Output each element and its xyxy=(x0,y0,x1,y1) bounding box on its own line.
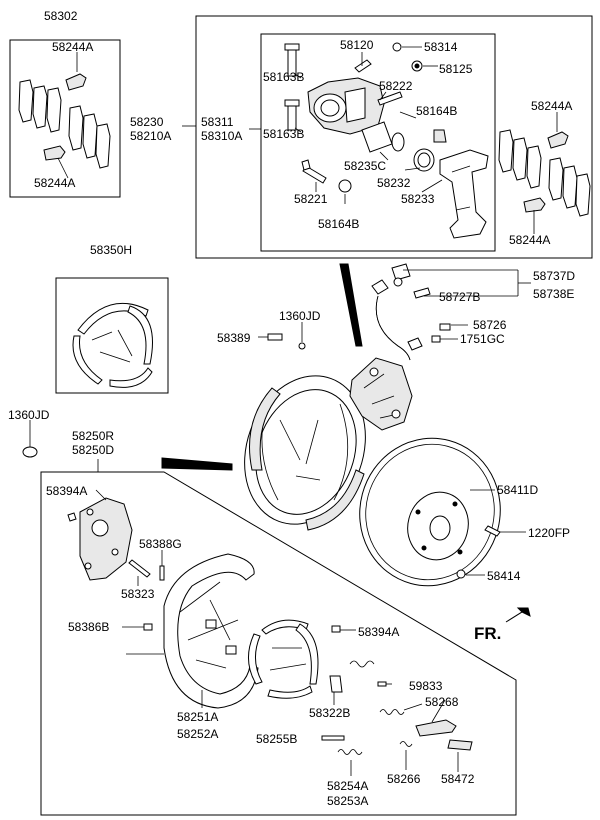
caliper-assembly-box xyxy=(195,15,593,259)
label-58244A: 58244A xyxy=(34,176,75,190)
caliper-parts xyxy=(284,42,489,239)
label-58244A: 58244A xyxy=(509,233,550,247)
label-58314: 58314 xyxy=(424,40,458,54)
shoe-kit-box xyxy=(55,277,169,394)
brake-pad-set-right xyxy=(498,129,591,217)
label-58253A: 58253A xyxy=(327,794,368,808)
arrow-right-icon xyxy=(161,457,233,471)
label-58222: 58222 xyxy=(379,79,413,93)
label-58232: 58232 xyxy=(377,176,411,190)
brake-shoes xyxy=(248,619,319,699)
backing-plate-adapter xyxy=(79,497,133,581)
label-58221: 58221 xyxy=(294,192,328,206)
label-58310A: 58310A xyxy=(201,129,242,143)
label-58251A: 58251A xyxy=(177,710,218,724)
label-58255B: 58255B xyxy=(256,732,297,746)
label-58268: 58268 xyxy=(425,695,459,709)
label-1220FP: 1220FP xyxy=(528,526,570,540)
label-58120: 58120 xyxy=(340,38,374,52)
label-58164B: 58164B xyxy=(318,217,359,231)
brake-pad-set-left xyxy=(18,73,111,169)
label-58738E: 58738E xyxy=(533,287,574,301)
label-58210A: 58210A xyxy=(130,129,171,143)
arrow-down-icon xyxy=(339,263,363,347)
label-58163B: 58163B xyxy=(263,70,304,84)
label-58411D: 58411D xyxy=(497,483,538,497)
label-58164B: 58164B xyxy=(416,104,457,118)
label-58244A: 58244A xyxy=(531,99,572,113)
label-58252A: 58252A xyxy=(177,727,218,741)
label-58302: 58302 xyxy=(44,9,78,23)
label-58727B: 58727B xyxy=(439,290,480,304)
label-58394A: 58394A xyxy=(46,484,87,498)
label-58737D: 58737D xyxy=(533,269,575,283)
label-58350H: 58350H xyxy=(90,243,132,257)
brake-assembly-box xyxy=(40,471,517,816)
label-58726: 58726 xyxy=(473,318,507,332)
label-59833: 59833 xyxy=(409,679,443,693)
label-58254A: 58254A xyxy=(327,779,368,793)
label-58389: 58389 xyxy=(217,331,251,345)
label-58386B: 58386B xyxy=(68,620,109,634)
label-58244A: 58244A xyxy=(52,40,93,54)
front-direction-arrow-icon xyxy=(505,607,531,623)
label-1360JD: 1360JD xyxy=(8,408,50,422)
label-58235C: 58235C xyxy=(344,159,386,173)
label-58266: 58266 xyxy=(387,772,421,786)
label-58322B: 58322B xyxy=(309,706,350,720)
backing-plate xyxy=(163,553,259,709)
parking-brake-shoe-kit xyxy=(72,302,153,388)
label-58233: 58233 xyxy=(401,192,435,206)
label-1360JD: 1360JD xyxy=(279,309,321,323)
brake-hose xyxy=(371,263,431,361)
washer-icon xyxy=(22,446,38,458)
backing-plate-assembly-mounted xyxy=(244,357,413,531)
label-58250D: 58250D xyxy=(72,443,114,457)
label-1751GC: 1751GC xyxy=(460,332,505,346)
front-direction-label: FR. xyxy=(474,624,501,643)
label-58414: 58414 xyxy=(487,569,521,583)
label-58250R: 58250R xyxy=(72,429,114,443)
pad-kit-box-left xyxy=(9,39,121,198)
label-58163B: 58163B xyxy=(263,127,304,141)
caliper-subassembly-box xyxy=(260,33,496,252)
label-58323: 58323 xyxy=(121,587,155,601)
label-58394A: 58394A xyxy=(358,625,399,639)
label-58472: 58472 xyxy=(441,772,475,786)
label-58125: 58125 xyxy=(439,62,473,76)
label-58311: 58311 xyxy=(201,115,234,129)
label-58230: 58230 xyxy=(130,115,164,129)
label-58388G: 58388G xyxy=(139,537,182,551)
